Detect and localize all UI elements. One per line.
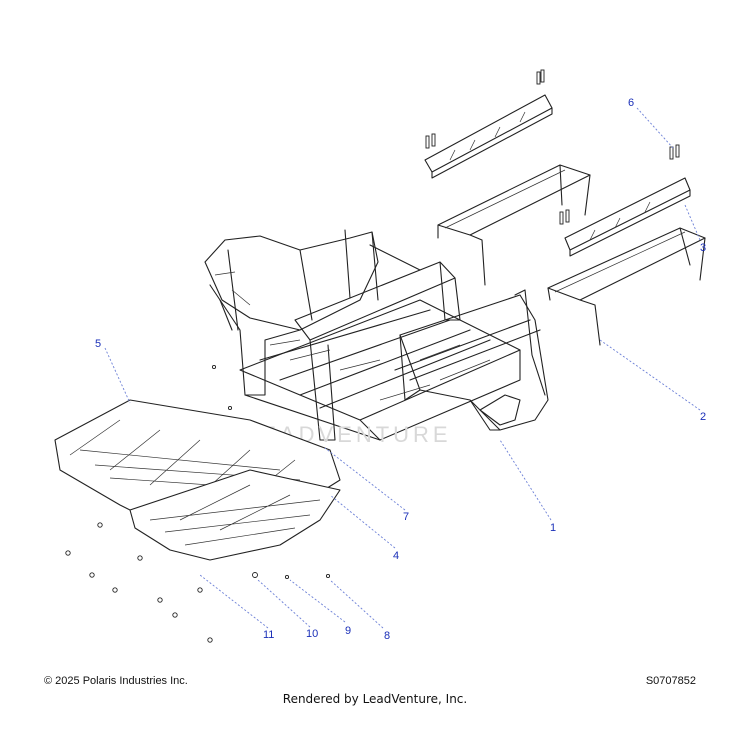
washer-icon <box>197 587 203 593</box>
main-frame-drawing <box>204 229 549 441</box>
lower-rack-drawing <box>547 227 706 346</box>
nut-icon <box>325 573 331 579</box>
callout-6: 6 <box>628 97 634 109</box>
bolt-icon <box>431 133 436 147</box>
bolt-icon <box>540 69 545 83</box>
callout-8: 8 <box>384 630 390 642</box>
rivet-icon <box>211 364 217 370</box>
bolt-icon <box>536 71 541 85</box>
bolt-icon <box>559 211 564 225</box>
right-bracket-drawing <box>559 144 691 257</box>
callout-9: 9 <box>345 625 351 637</box>
callout-2: 2 <box>700 411 706 423</box>
washer-icon <box>97 522 103 528</box>
nut-icon <box>284 574 290 580</box>
washer-icon <box>207 637 213 643</box>
copyright-text: © 2025 Polaris Industries Inc. <box>44 675 188 687</box>
upper-rack-drawing <box>437 164 591 286</box>
bolt-icon <box>425 135 430 149</box>
washer-icon <box>157 597 163 603</box>
rendered-by-text: Rendered by LeadVenture, Inc. <box>282 692 468 706</box>
washer-icon <box>65 550 71 556</box>
washer-icon <box>112 587 118 593</box>
washer-icon <box>252 572 258 578</box>
callout-3: 3 <box>700 242 706 254</box>
bolt-icon <box>669 146 674 160</box>
diagram-code: S0707852 <box>645 675 696 687</box>
callout-7: 7 <box>403 511 409 523</box>
callout-11: 11 <box>263 629 274 641</box>
leader-lines <box>104 107 701 629</box>
callout-5: 5 <box>95 338 101 350</box>
callout-labels: 1 2 3 4 5 6 7 8 9 10 11 <box>95 97 706 642</box>
callout-10: 10 <box>306 628 318 640</box>
upper-bracket-drawing <box>424 69 553 179</box>
bolt-icon <box>565 209 570 223</box>
washer-icon <box>172 612 178 618</box>
hardware-drawing <box>65 364 331 643</box>
rivet-icon <box>227 405 233 411</box>
callout-1: 1 <box>550 522 556 534</box>
bolt-icon <box>675 144 680 158</box>
washer-icon <box>137 555 143 561</box>
washer-icon <box>89 572 95 578</box>
skid-plate-lower-drawing <box>129 469 341 561</box>
callout-4: 4 <box>393 550 399 562</box>
